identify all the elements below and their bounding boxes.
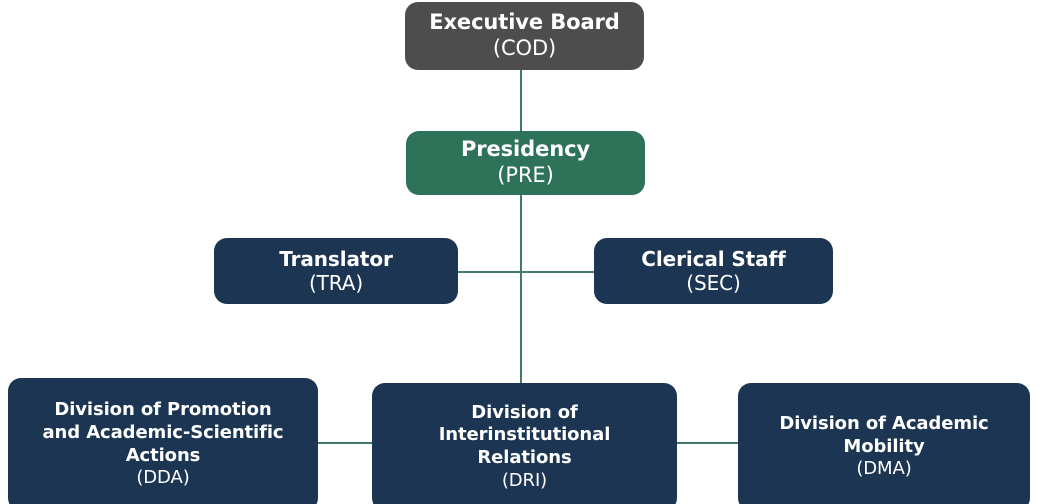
node-clerical-staff-title: Clerical Staff	[641, 246, 786, 271]
node-dma-code: (DMA)	[856, 458, 912, 480]
node-translator-title: Translator	[279, 246, 393, 271]
node-dda-title-line-3: Actions	[125, 444, 201, 466]
node-executive-board-code: (COD)	[492, 36, 557, 60]
node-dda-code: (DDA)	[136, 467, 190, 489]
connector-interinstitutional-to-mobility	[677, 442, 738, 444]
node-dma-title-line-1: Division of Academic	[779, 412, 989, 434]
node-presidency-code: (PRE)	[497, 163, 554, 187]
node-dda-title-line-2: and Academic-Scientific	[42, 421, 284, 443]
node-clerical-staff-code: (SEC)	[686, 271, 741, 295]
node-division-academic-mobility[interactable]: Division of Academic Mobility (DMA)	[738, 383, 1030, 504]
node-dma-title-line-2: Mobility	[843, 435, 925, 457]
node-division-interinstitutional-relations[interactable]: Division of Interinstitutional Relations…	[372, 383, 677, 504]
connector-translator-to-clerical-staff	[458, 271, 594, 273]
node-dda-title-line-1: Division of Promotion	[54, 399, 272, 421]
node-dri-title-line-3: Relations	[477, 447, 572, 468]
node-translator[interactable]: Translator (TRA)	[214, 238, 458, 304]
connector-executive-board-to-presidency	[520, 70, 522, 131]
node-dri-title-line-2: Interinstitutional	[438, 424, 611, 446]
connector-presidency-to-divisions	[520, 195, 522, 385]
node-division-promotion-academic-scientific-actions[interactable]: Division of Promotion and Academic-Scien…	[8, 378, 318, 504]
node-dri-title-line-1: Division of	[471, 401, 578, 423]
node-presidency-title: Presidency	[460, 137, 591, 162]
node-clerical-staff[interactable]: Clerical Staff (SEC)	[594, 238, 833, 304]
node-executive-board-title: Executive Board	[429, 10, 620, 35]
node-executive-board[interactable]: Executive Board (COD)	[405, 2, 644, 70]
connector-promotion-to-interinstitutional	[318, 442, 372, 444]
node-presidency[interactable]: Presidency (PRE)	[406, 131, 645, 195]
node-translator-code: (TRA)	[308, 271, 364, 295]
node-dri-code: (DRI)	[501, 469, 548, 491]
